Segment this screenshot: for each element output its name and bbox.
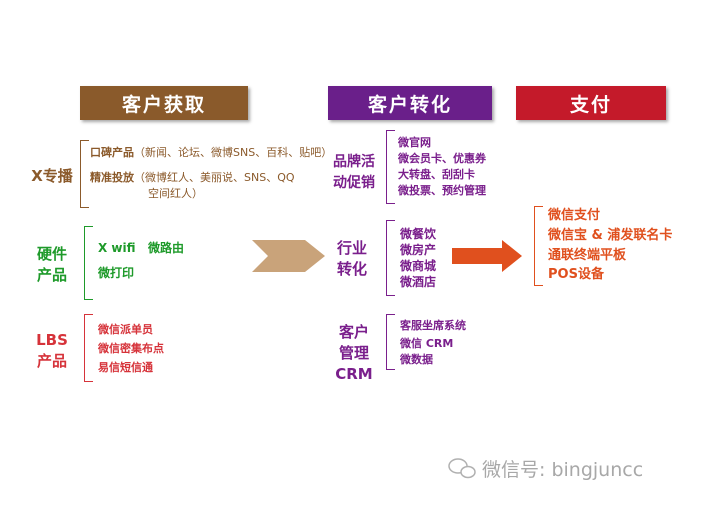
list-item-lucky-wheel: 大转盘、刮刮卡 xyxy=(398,168,475,181)
brace-industry xyxy=(386,220,395,296)
list-item-mall: 微商城 xyxy=(400,259,437,273)
list-item-service-seat: 客服坐席系统 xyxy=(400,319,466,332)
list-item-member-card: 微会员卡、优惠券 xyxy=(398,152,486,165)
category-lbs-line1: LBS xyxy=(36,331,68,349)
list-item-catering: 微餐饮 xyxy=(400,227,437,241)
list-item-hotel: 微酒店 xyxy=(400,275,437,289)
category-hardware: 硬件 产品 xyxy=(28,244,76,286)
list-item-precise-placement-cont: 空间红人） xyxy=(148,187,203,200)
list-item-terminal-tablet: 通联终端平板 xyxy=(548,248,627,263)
brace-payment xyxy=(534,206,543,286)
arrow-acquisition-to-conversion xyxy=(252,240,325,272)
list-item-micro-website: 微官网 xyxy=(398,136,431,149)
category-crm-line2: 管理 xyxy=(338,344,369,362)
list-item-x-wifi: X wifi xyxy=(98,241,136,255)
list-item-wechat-bao-card: 微信宝 & 浦发联名卡 xyxy=(548,228,673,243)
list-item-voting: 微投票、预约管理 xyxy=(398,184,486,197)
watermark-text: 微信号: bingjuncc xyxy=(482,459,644,481)
category-brand-line2: 动促销 xyxy=(333,175,375,191)
category-crm-line1: 客户 xyxy=(338,323,369,341)
brace-x-topic xyxy=(80,140,89,208)
category-industry-line1: 行业 xyxy=(336,239,367,257)
category-industry: 行业 转化 xyxy=(330,238,374,280)
list-item-micro-router: 微路由 xyxy=(148,241,185,255)
category-lbs-line2: 产品 xyxy=(36,352,67,370)
header-customer-acquisition: 客户获取 xyxy=(80,86,248,120)
list-item-dense-points: 微信密集布点 xyxy=(98,342,164,355)
category-lbs: LBS 产品 xyxy=(28,330,76,372)
list-item-real-estate: 微房产 xyxy=(400,243,437,257)
category-crm-line3: CRM xyxy=(335,365,373,383)
category-hardware-line2: 产品 xyxy=(36,266,67,284)
arrow-conversion-to-payment xyxy=(452,240,522,272)
list-item-micro-data: 微数据 xyxy=(400,353,433,366)
category-x-topic: X专播 xyxy=(31,167,73,185)
brace-lbs xyxy=(84,314,93,382)
header-payment: 支付 xyxy=(516,86,666,120)
header-customer-conversion: 客户转化 xyxy=(328,86,492,120)
brace-hardware xyxy=(84,226,93,300)
list-item-pos-device: POS设备 xyxy=(548,267,604,282)
list-item-precise-placement: 精准投放（微博红人、美丽说、SNS、QQ xyxy=(90,171,295,184)
list-item-wechat-pay: 微信支付 xyxy=(548,208,601,223)
list-item-micro-print: 微打印 xyxy=(98,266,135,280)
category-brand-line1: 品牌活 xyxy=(333,154,375,170)
category-crm: 客户 管理 CRM xyxy=(330,322,378,385)
category-hardware-line1: 硬件 xyxy=(36,245,67,263)
brace-brand xyxy=(386,130,395,204)
brace-crm xyxy=(386,314,395,370)
list-item-dispatcher: 微信派单员 xyxy=(98,323,153,336)
list-item-word-of-mouth: 口碑产品（新闻、论坛、微博SNS、百科、贴吧） xyxy=(90,146,333,159)
category-industry-line2: 转化 xyxy=(336,260,367,278)
category-brand-promotion: 品牌活 动促销 xyxy=(326,152,382,194)
list-item-sms-service: 易信短信通 xyxy=(98,361,153,374)
list-item-wechat-crm: 微信 CRM xyxy=(400,337,454,350)
